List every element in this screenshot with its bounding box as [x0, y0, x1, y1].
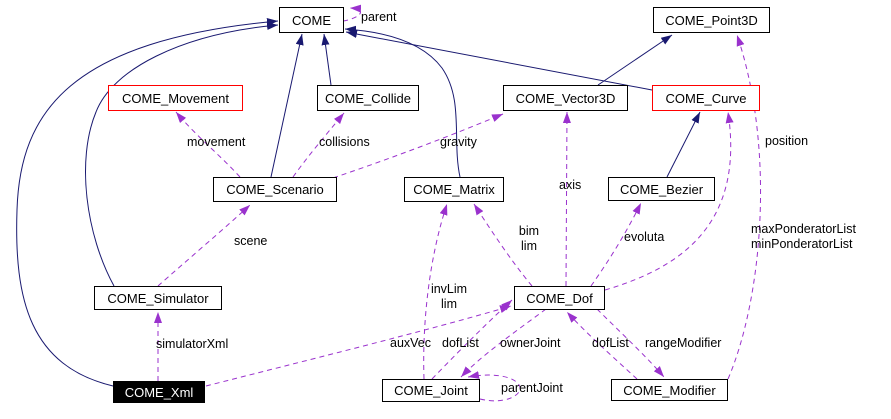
node-come-matrix[interactable]: COME_Matrix	[404, 177, 504, 202]
edge-label-parent: parent	[361, 10, 397, 24]
edge-label-position: position	[765, 134, 809, 148]
edge-usage-dof-evoluta	[590, 202, 642, 287]
edge-usage-modifier-position	[727, 34, 762, 380]
edge-inherit-xml-come	[16, 18, 279, 387]
edge-usage-dof-bimlim	[473, 203, 533, 287]
edge-usage-dof-ponderatorlists	[604, 111, 734, 291]
edge-label-evoluta: evoluta	[624, 230, 665, 244]
edge-usage-scenario-movement	[175, 111, 241, 178]
edge-inherit-vector3d-point3d	[597, 34, 673, 86]
node-come[interactable]: COME	[279, 7, 344, 33]
node-come-vector3d[interactable]: COME_Vector3D	[503, 85, 628, 111]
edge-label-bim-lim: bim lim	[518, 224, 540, 253]
edge-inherit-matrix-come	[344, 25, 461, 178]
edge-usage-joint-invlim	[423, 203, 448, 380]
node-come-dof[interactable]: COME_Dof	[514, 286, 605, 310]
edge-label-scene: scene	[234, 234, 268, 248]
edge-label-doflist-modifier: dofList	[592, 336, 629, 350]
edge-usage-come-parent-selfloop	[342, 4, 362, 22]
edge-usage-scenario-gravity	[332, 113, 504, 179]
node-come-bezier[interactable]: COME_Bezier	[608, 177, 715, 201]
node-come-xml[interactable]: COME_Xml	[113, 381, 205, 403]
edge-usage-simulator-scene	[157, 204, 251, 287]
node-come-simulator[interactable]: COME_Simulator	[94, 286, 222, 310]
edge-inherit-bezier-curve	[666, 111, 701, 178]
node-come-joint[interactable]: COME_Joint	[382, 379, 480, 402]
edge-inherit-collide-come	[321, 33, 332, 86]
edge-inherit-curve-come	[345, 30, 653, 91]
edge-label-parentjoint: parentJoint	[501, 381, 563, 395]
edge-label-gravity: gravity	[440, 135, 477, 149]
edge-label-collisions: collisions	[319, 135, 370, 149]
edge-usage-joint-doflist	[431, 299, 513, 380]
edge-label-ponderator-lists: maxPonderatorList minPonderatorList	[751, 222, 856, 251]
edge-inherit-scenario-come	[270, 33, 304, 178]
edge-usage-modifier-doflist	[566, 311, 638, 380]
edge-label-auxvec: auxVec	[390, 336, 432, 350]
edge-label-simulatorxml: simulatorXml	[156, 337, 229, 351]
edge-label-rangemodifier: rangeModifier	[645, 336, 722, 350]
edge-usage-xml-auxvec	[205, 305, 512, 387]
edge-usage-dof-rangemodifier	[596, 308, 665, 378]
node-come-movement[interactable]: COME_Movement	[108, 85, 243, 111]
edge-label-doflist-joint: dofList	[442, 336, 479, 350]
edge-usage-dof-axis	[562, 111, 571, 287]
edge-usage-joint-parentjoint-selfloop	[467, 371, 521, 402]
edge-usage-dof-ownerjoint	[460, 308, 547, 378]
edge-usage-scenario-collisions	[292, 112, 345, 178]
edge-label-ownerjoint: ownerJoint	[500, 336, 561, 350]
edge-label-axis: axis	[559, 178, 582, 192]
node-come-point3d[interactable]: COME_Point3D	[653, 7, 770, 33]
node-come-collide[interactable]: COME_Collide	[317, 85, 419, 111]
node-come-modifier[interactable]: COME_Modifier	[611, 379, 728, 401]
node-come-scenario[interactable]: COME_Scenario	[213, 177, 337, 202]
edge-label-movement: movement	[187, 135, 246, 149]
edge-label-invlim-lim: invLim lim	[430, 282, 468, 311]
node-come-curve[interactable]: COME_Curve	[652, 85, 760, 111]
edge-inherit-simulator-come	[85, 22, 279, 287]
